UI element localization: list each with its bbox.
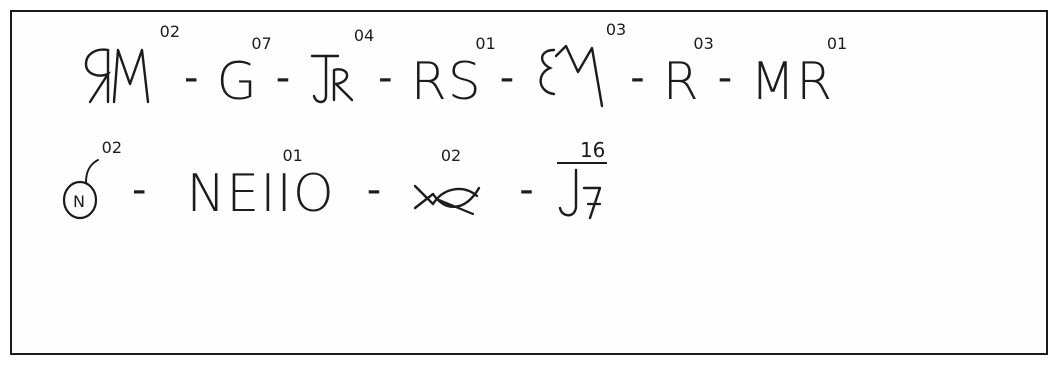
row-1: 02 - G 07 - 04 - RS 01 -: [78, 12, 847, 112]
entry-r-code: R: [662, 52, 700, 112]
separator: -: [630, 55, 645, 101]
jr-glyph-icon: [310, 54, 354, 104]
entry-rm: 02: [78, 24, 180, 108]
entry-rm-count: 02: [159, 22, 180, 41]
em-glyph-icon: [539, 44, 604, 108]
row-2: N 02 - NEIIO 01 - 02 - 16: [60, 128, 608, 220]
separator: -: [366, 167, 382, 213]
separator: -: [275, 55, 291, 101]
entry-jr: 04: [308, 28, 374, 108]
fraction-bar: [556, 162, 607, 164]
entry-jf-count: 16: [579, 138, 606, 162]
entry-rs: RS 01: [410, 36, 496, 112]
entry-mr: MR 01: [750, 36, 847, 112]
separator: -: [132, 167, 147, 213]
entry-neiio: NEIIO 01: [186, 148, 335, 224]
entry-em-count: 03: [605, 20, 627, 39]
note-frame: 02 - G 07 - 04 - RS 01 -: [10, 10, 1048, 355]
entry-g-code: G: [216, 52, 258, 112]
entry-g-count: 07: [251, 34, 272, 53]
fish-glyph-icon: [414, 184, 481, 216]
entry-circled-n-count: 02: [101, 138, 122, 157]
entry-em: 03: [532, 22, 626, 108]
separator: -: [378, 55, 393, 101]
entry-jr-count: 04: [353, 26, 375, 45]
jf-glyph-icon: [558, 168, 601, 220]
entry-r-count: 03: [693, 34, 714, 53]
separator: -: [184, 55, 199, 101]
entry-rs-code: RS: [410, 52, 482, 112]
separator: -: [717, 55, 733, 101]
rm-glyph-icon: [84, 48, 150, 104]
separator: -: [519, 167, 534, 213]
entry-g: G 07: [216, 36, 271, 112]
entry-jf-fraction: 16: [556, 140, 608, 220]
entry-r: R 03: [662, 36, 714, 112]
entry-fish-count: 02: [440, 146, 462, 165]
entry-fish-symbol: 02: [411, 148, 485, 220]
separator: -: [499, 55, 515, 101]
entry-rs-count: 01: [475, 34, 496, 53]
entry-circled-n: N 02: [60, 140, 122, 220]
entry-mr-code: MR: [750, 52, 834, 112]
entry-neiio-count: 01: [282, 146, 303, 165]
circled-n-letter: N: [73, 192, 85, 211]
entry-neiio-code: NEIIO: [186, 164, 335, 224]
entry-mr-count: 01: [826, 34, 848, 53]
circled-n-glyph-icon: N: [62, 159, 99, 220]
